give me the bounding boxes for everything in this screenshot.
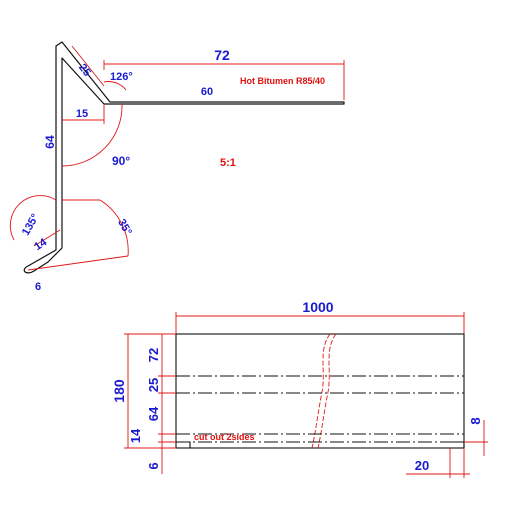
dim-top-length: 72 [214,47,230,63]
scale-label: 5:1 [220,157,236,169]
dim-line-25 [71,45,105,87]
dim-cut-height: 8 [468,417,483,424]
arc-135 [9,195,57,241]
dim-height: 64 [43,135,57,149]
cutout-note: cut out 2sides [194,432,255,442]
break-line [311,333,337,449]
profile-outline [23,41,345,274]
cutout-right [450,441,465,448]
dim-top-inner: 60 [201,86,213,98]
note-bitumen: Hot Bitumen R85/40 [240,76,325,86]
dim-inner-width: 15 [76,108,88,120]
angle-35: 35° [115,217,134,237]
flat-view: 1000 180 72 25 64 14 6 cut out 2sides 8 … [111,299,488,478]
dim-seg-14: 14 [128,428,143,443]
dim-diag: 25 [76,62,93,79]
dim-line-8 [464,420,488,456]
dim-line-14 [33,229,61,247]
dim-total: 180 [111,379,127,403]
dim-seg-25: 25 [146,378,161,392]
cutout-left [176,441,191,448]
arc-126 [103,81,127,91]
dim-seg-64: 64 [146,406,161,421]
dim-seg-72: 72 [146,348,161,362]
angle-90: 90° [112,154,130,168]
arc-90 [61,103,123,167]
arc-35 [27,199,129,271]
dim-chain-total [124,333,176,449]
dim-line-1000 [175,312,465,336]
dim-flat-length: 1000 [302,299,333,315]
dim-hem-length: 14 [32,236,50,253]
dim-chain-segments [158,334,176,474]
profile-view: 72 60 Hot Bitumen R85/40 25 126° 15 64 9… [9,41,345,293]
dim-line-20 [406,448,470,478]
dim-hem-gap: 6 [35,281,41,293]
flat-sheet [175,333,465,449]
dim-line-72 [103,60,345,100]
angle-135: 135° [20,212,42,238]
angle-126: 126° [110,71,133,83]
dim-seg-6: 6 [146,462,161,469]
dim-cut-width: 20 [415,458,429,473]
dim-line-15 [62,104,105,124]
